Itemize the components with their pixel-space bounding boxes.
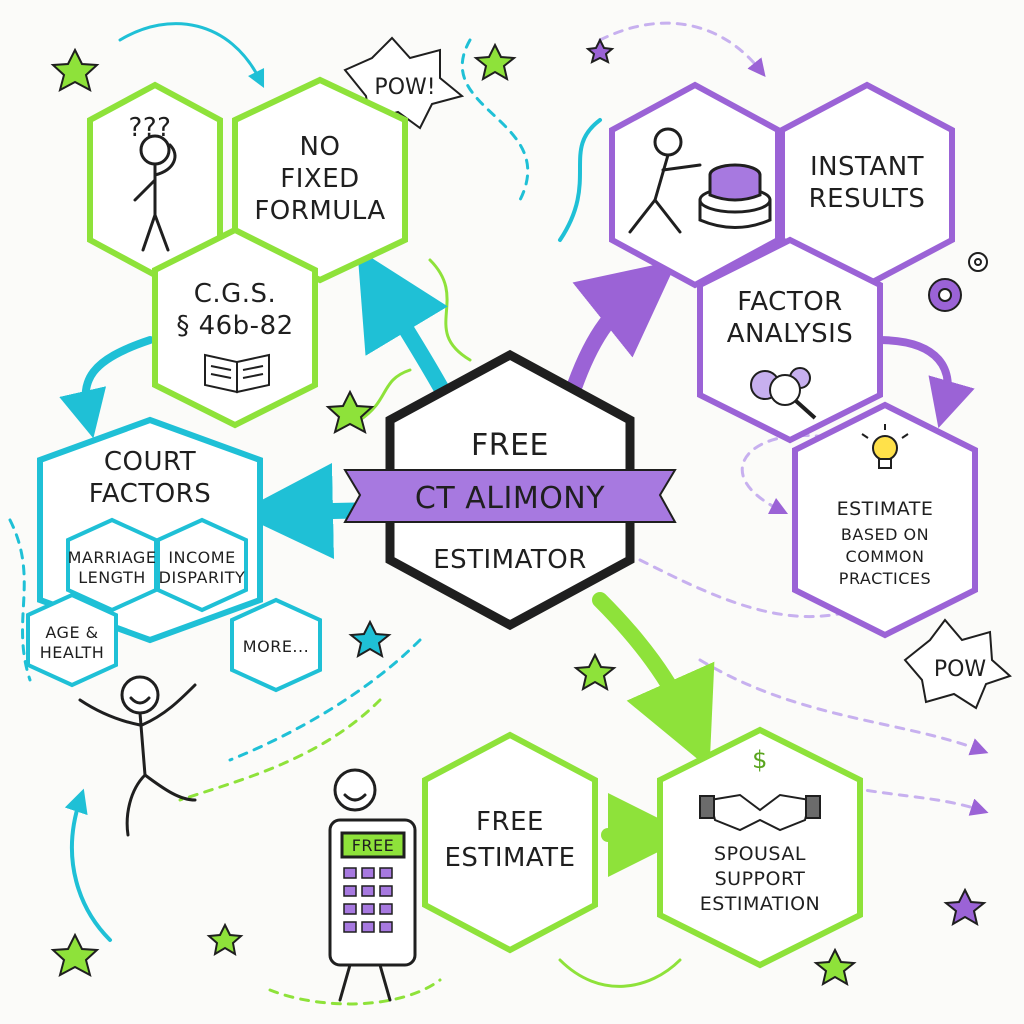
hex-factor-analysis bbox=[697, 236, 883, 444]
star-icon bbox=[813, 947, 857, 987]
factor-analysis-line1: FACTOR bbox=[737, 287, 842, 317]
hex-more bbox=[230, 597, 322, 693]
confused-person-icon bbox=[133, 134, 177, 252]
no-fixed-formula-line1: NO bbox=[300, 132, 341, 162]
instant-results-line1: INSTANT bbox=[810, 152, 924, 182]
no-fixed-formula-line3: FORMULA bbox=[254, 196, 385, 226]
hex-income-disparity bbox=[156, 517, 248, 613]
free-estimate-line2: ESTIMATE bbox=[445, 843, 576, 873]
age-health-line2: HEALTH bbox=[40, 643, 105, 662]
star-icon bbox=[50, 47, 100, 92]
star-icon bbox=[943, 887, 987, 927]
lightbulb-icon bbox=[861, 424, 909, 469]
star-icon bbox=[473, 42, 517, 82]
star-icon bbox=[206, 922, 244, 956]
spousal-support-line2: SUPPORT bbox=[715, 868, 806, 890]
hex-statute bbox=[152, 226, 318, 429]
center-estimator: FREE CT ALIMONY ESTIMATOR bbox=[343, 349, 677, 631]
star-icon bbox=[50, 932, 100, 977]
happy-person-icon bbox=[78, 675, 197, 837]
gear-icon bbox=[928, 252, 988, 312]
pow-label-right: POW bbox=[934, 657, 987, 682]
right-cluster: INSTANT RESULTS FACTOR ANALYSIS ESTIMATE… bbox=[609, 81, 988, 639]
hex-free-estimate bbox=[422, 731, 598, 954]
court-factors-title-line2: FACTORS bbox=[89, 479, 211, 509]
calculator-label: FREE bbox=[352, 836, 395, 855]
star-icon bbox=[585, 37, 615, 64]
magnifier-gears-icon bbox=[750, 367, 817, 420]
open-book-icon bbox=[204, 353, 270, 394]
hex-button-press bbox=[609, 81, 781, 289]
spousal-support-line3: ESTIMATION bbox=[700, 893, 821, 915]
center-banner-text: CT ALIMONY bbox=[415, 481, 605, 516]
factor-analysis-line2: ANALYSIS bbox=[727, 319, 854, 349]
left-cluster: ??? NO FIXED FORMULA C.G.S. § 46b-82 bbox=[87, 76, 408, 429]
statute-line2: § 46b-82 bbox=[176, 311, 293, 341]
bottom-cluster: FREE ESTIMATE $ SPOUSAL SUPPORT ESTIMATI… bbox=[328, 726, 863, 1002]
estimate-practices-line4: PRACTICES bbox=[839, 569, 931, 588]
star-icon bbox=[348, 619, 392, 659]
spousal-support-line1: SPOUSAL bbox=[714, 843, 806, 865]
pow-label-top: POW! bbox=[374, 75, 435, 100]
free-estimate-line1: FREE bbox=[476, 807, 544, 837]
estimate-practices-line3: COMMON bbox=[846, 547, 925, 566]
hex-spousal-support bbox=[657, 726, 863, 969]
income-disparity-line2: DISPARITY bbox=[159, 568, 246, 587]
calculator-icon bbox=[328, 818, 417, 967]
arrow-to-left-cluster bbox=[357, 248, 453, 403]
more-label: MORE... bbox=[243, 637, 309, 656]
pow-burst-right: POW bbox=[903, 618, 1012, 710]
calculator-person-icon bbox=[333, 768, 392, 1002]
banner-ribbon bbox=[343, 469, 677, 523]
no-fixed-formula-line2: FIXED bbox=[280, 164, 359, 194]
age-health-line1: AGE & bbox=[45, 623, 98, 642]
marriage-length-line2: LENGTH bbox=[78, 568, 146, 587]
button-press-icon bbox=[628, 127, 772, 234]
court-factors-title-line1: COURT bbox=[104, 447, 196, 477]
hex-instant-results bbox=[779, 81, 955, 289]
question-marks: ??? bbox=[129, 113, 172, 143]
estimate-practices-line1: ESTIMATE bbox=[837, 498, 934, 520]
decorative-stars bbox=[50, 37, 987, 987]
arrow-to-bottom bbox=[592, 592, 715, 769]
connector-arrows bbox=[59, 248, 975, 877]
handshake-icon bbox=[699, 793, 821, 832]
instant-results-line2: RESULTS bbox=[809, 184, 926, 214]
hex-age-health bbox=[26, 592, 118, 688]
arrow-to-right-cluster bbox=[567, 260, 678, 393]
arrow-analysis-to-estimate bbox=[874, 336, 975, 429]
center-line3: ESTIMATOR bbox=[433, 545, 587, 575]
marriage-length-line1: MARRIAGE bbox=[68, 548, 157, 567]
arrow-statute-to-factors bbox=[59, 336, 154, 439]
income-disparity-line1: INCOME bbox=[168, 548, 235, 567]
dollar-sign: $ bbox=[752, 746, 768, 774]
court-factors-cluster: COURT FACTORS MARRIAGE LENGTH INCOME DIS… bbox=[26, 416, 322, 837]
statute-line1: C.G.S. bbox=[194, 279, 277, 309]
hex-estimate-practices bbox=[792, 401, 978, 639]
center-line1: FREE bbox=[471, 428, 549, 463]
star-icon bbox=[573, 652, 617, 692]
star-icon bbox=[325, 389, 375, 434]
estimate-practices-line2: BASED ON bbox=[841, 525, 929, 544]
